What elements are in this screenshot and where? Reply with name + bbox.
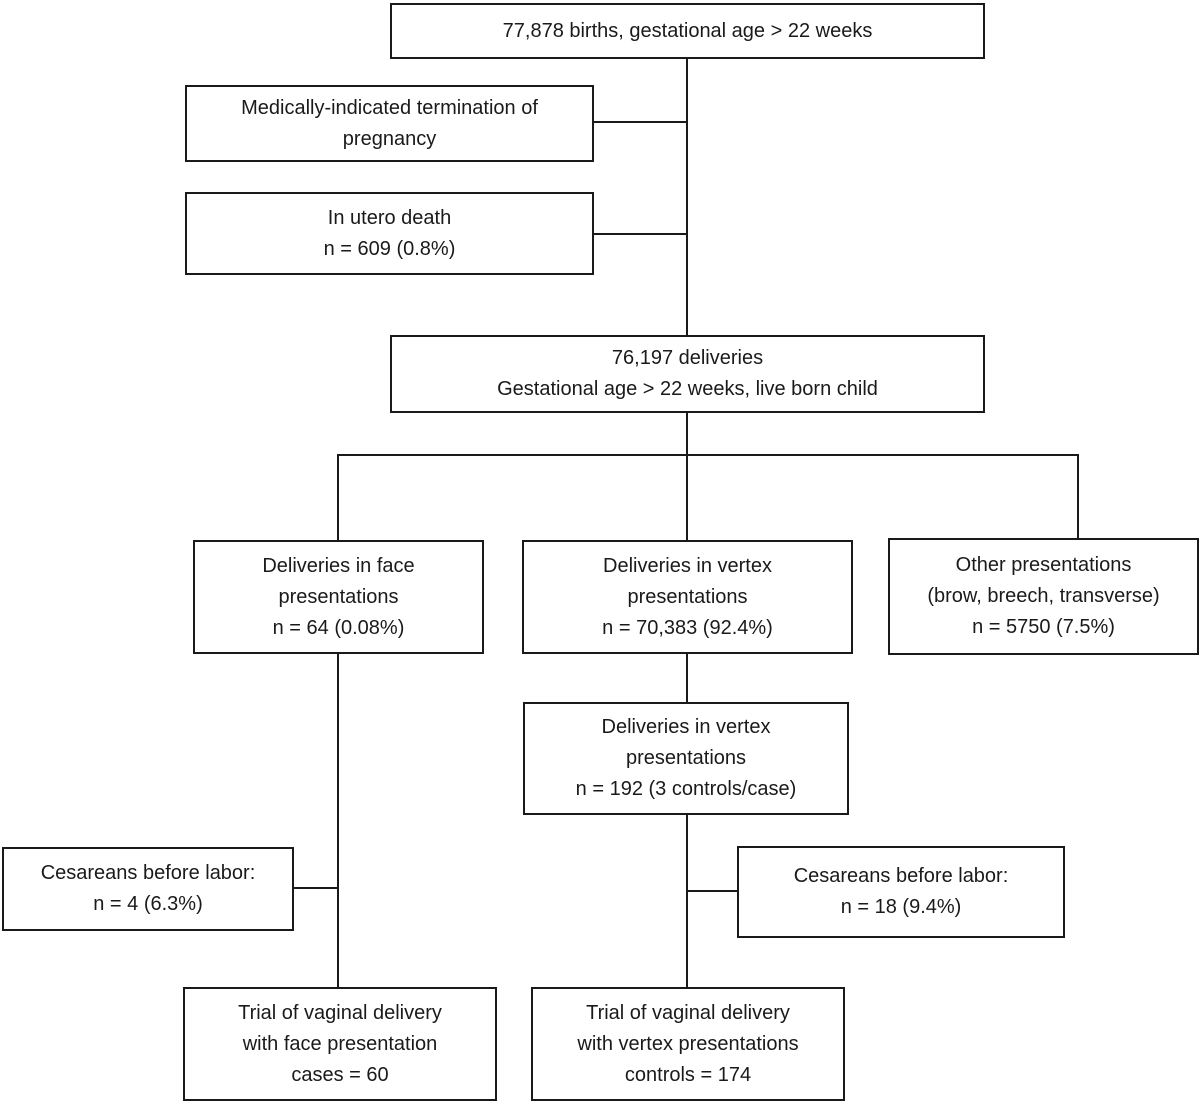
box-face-presentations: Deliveries in face presentations n = 64 … <box>193 540 484 654</box>
box-trial-vaginal-delivery-vertex: Trial of vaginal delivery with vertex pr… <box>531 987 845 1101</box>
box-in-utero-death: In utero death n = 609 (0.8%) <box>185 192 594 275</box>
text-line: 77,878 births, gestational age > 22 week… <box>502 19 873 42</box>
text-line: Trial of vaginal delivery <box>238 1001 442 1024</box>
connector-branch-to-face <box>337 454 339 540</box>
connector-branch-to-other <box>1077 454 1079 538</box>
text-line: (brow, breech, transverse) <box>927 585 1160 607</box>
text-line: Deliveries in vertex <box>603 554 772 577</box>
text-line: n = 192 (3 controls/case) <box>575 778 797 800</box>
text-line: In utero death <box>327 206 452 229</box>
connector-births-to-deliveries <box>686 59 688 335</box>
box-trial-vaginal-delivery-face: Trial of vaginal delivery with face pres… <box>183 987 497 1101</box>
box-vertex-presentations: Deliveries in vertex presentations n = 7… <box>522 540 853 654</box>
text-line: with vertex presentations <box>577 1032 799 1055</box>
text-line: pregnancy <box>342 127 437 150</box>
connector-deliveries-to-vertex <box>686 413 688 540</box>
connector-face-to-trial <box>337 654 339 987</box>
text-line: 76,197 deliveries <box>611 347 764 369</box>
text-line: cases = 60 <box>291 1063 389 1086</box>
text-line: n = 18 (9.4%) <box>840 896 962 918</box>
text-line: presentations <box>278 585 399 608</box>
text-line: with face presentation <box>242 1032 438 1055</box>
text-line: n = 5750 (7.5%) <box>972 616 1115 638</box>
connector-in-utero-branch <box>594 233 688 235</box>
text-line: Deliveries in face <box>262 554 415 577</box>
text-line: n = 609 (0.8%) <box>323 237 456 260</box>
box-cesareans-before-labor-vertex: Cesareans before labor: n = 18 (9.4%) <box>737 846 1065 938</box>
text-line: n = 4 (6.3%) <box>93 893 203 915</box>
box-deliveries-live-born: 76,197 deliveries Gestational age > 22 w… <box>390 335 985 413</box>
connector-cesareans-face-branch <box>294 887 339 889</box>
text-line: Cesareans before labor: <box>40 862 256 884</box>
connector-vertex-to-controls <box>686 654 688 702</box>
text-line: Deliveries in vertex <box>601 716 771 738</box>
text-line: presentations <box>627 585 748 608</box>
connector-cesareans-vertex-branch <box>686 890 737 892</box>
text-line: controls = 174 <box>624 1063 752 1086</box>
text-line: n = 70,383 (92.4%) <box>602 616 773 639</box>
text-line: n = 64 (0.08%) <box>272 616 405 639</box>
text-line: presentations <box>625 747 747 769</box>
box-vertex-matched-controls: Deliveries in vertex presentations n = 1… <box>523 702 849 815</box>
text-line: Gestational age > 22 weeks, live born ch… <box>497 378 878 400</box>
box-cesareans-before-labor-face: Cesareans before labor: n = 4 (6.3%) <box>2 847 294 931</box>
text-line: Trial of vaginal delivery <box>586 1001 790 1024</box>
box-births-total: 77,878 births, gestational age > 22 week… <box>390 3 985 59</box>
box-medically-indicated-termination: Medically-indicated termination of pregn… <box>185 85 594 162</box>
connector-controls-to-trial <box>686 815 688 987</box>
connector-termination-branch <box>594 121 688 123</box>
box-other-presentations: Other presentations (brow, breech, trans… <box>888 538 1199 655</box>
text-line: Medically-indicated termination of <box>241 96 538 119</box>
text-line: Cesareans before labor: <box>793 865 1009 887</box>
text-line: Other presentations <box>955 554 1132 576</box>
connector-presentation-branch-bar <box>337 454 1079 456</box>
